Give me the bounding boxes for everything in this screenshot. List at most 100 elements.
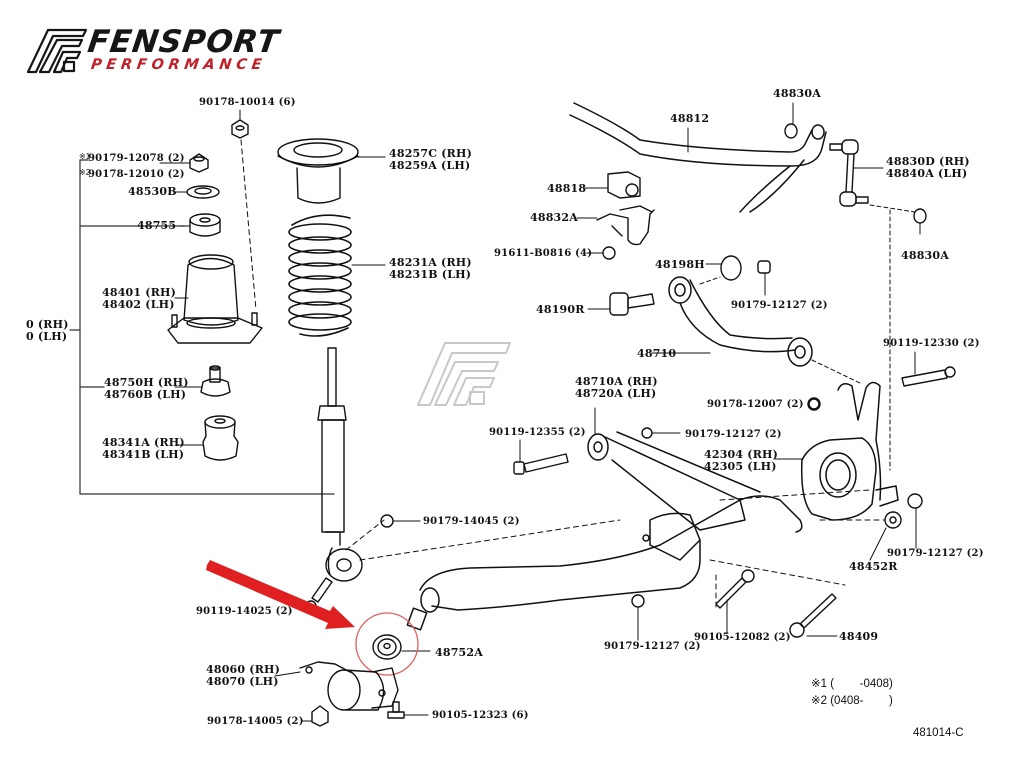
label-90178-14005: 90178-14005 (2)	[207, 716, 304, 727]
nut-90178-12007	[807, 397, 821, 411]
footnote-mark-2: ※2	[79, 168, 91, 177]
note-1: ※1 ( -0408)	[811, 678, 893, 690]
label-48710a-rh: 48710A (RH)	[575, 375, 658, 388]
diagram-code: 481014-C	[913, 727, 964, 739]
bushing-48818	[584, 171, 641, 199]
bolt-marker-b	[586, 246, 616, 260]
washer-48530b	[174, 185, 220, 199]
label-assembly-lh: 0 (LH)	[26, 330, 68, 343]
nut-90179-14045	[380, 514, 421, 528]
nut-90178-14005	[301, 705, 329, 727]
label-48720a-lh: 48720A (LH)	[575, 387, 657, 400]
label-90179-12127-b: 90179-12127 (2)	[685, 429, 782, 440]
footnote-mark-1: ※1	[79, 152, 91, 161]
nut-48830a-right	[913, 208, 927, 235]
label-90179-14045: 90179-14045 (2)	[423, 516, 520, 527]
nut-48830a-top	[784, 102, 798, 139]
upper-arm-48710	[651, 276, 863, 385]
label-42304: 42304 (RH) 42305 (LH)	[704, 449, 778, 473]
label-90178-12007: 90178-12007 (2)	[707, 399, 804, 410]
label-48257c-rh: 48257C (RH)	[389, 147, 472, 160]
spring-seat-48257c	[277, 138, 386, 204]
label-48409: 48409	[839, 630, 879, 643]
label-48402-lh: 48402 (LH)	[102, 298, 175, 311]
label-48818: 48818	[547, 182, 587, 195]
cushion-48755	[179, 213, 221, 237]
label-48231a: 48231A (RH) 48231B (LH)	[389, 257, 472, 281]
label-48750h-rh: 48750H (RH)	[104, 376, 189, 389]
stabilizer-link-48830d	[829, 139, 916, 471]
label-48257c: 48257C (RH) 48259A (LH)	[389, 148, 472, 172]
brand-tagline: PERFORMANCE	[89, 57, 268, 73]
red-arrow-icon	[206, 560, 355, 629]
label-90179-12078: 90179-12078 (2)	[88, 153, 185, 164]
label-48231a-rh: 48231A (RH)	[389, 256, 472, 269]
label-48830d-rh: 48830D (RH)	[886, 155, 970, 168]
reference-lines	[345, 489, 886, 611]
label-48760b-lh: 48760B (LH)	[104, 388, 187, 401]
label-48752a: 48752A	[435, 646, 484, 659]
bolt-90105-12082	[715, 569, 755, 633]
bump-stopper-48750h	[174, 365, 231, 397]
label-90105-12082: 90105-12082 (2)	[694, 632, 791, 643]
label-48830a-top: 48830A	[773, 87, 822, 100]
label-48259a-lh: 48259A (LH)	[389, 159, 471, 172]
label-48750h: 48750H (RH) 48760B (LH)	[104, 377, 189, 401]
assembly-bracket	[69, 159, 335, 495]
cam-bolt-48190r	[587, 292, 655, 316]
label-90178-10014: 90178-10014 (6)	[199, 97, 296, 108]
bracket-48832a	[576, 205, 655, 246]
knuckle-42304	[774, 381, 899, 521]
label-assembly-left: 0 (RH) 0 (LH)	[26, 319, 69, 343]
label-48341b-lh: 48341B (LH)	[102, 448, 185, 461]
label-48060-rh: 48060 (RH)	[206, 663, 281, 676]
brand-name: FENSPORT	[85, 24, 282, 60]
label-assembly-rh: 0 (RH)	[26, 318, 69, 331]
lower-arm-48710a	[587, 407, 761, 531]
note-2: ※2 (0408- )	[811, 695, 893, 707]
label-48070-lh: 48070 (LH)	[206, 675, 279, 688]
label-48812: 48812	[670, 112, 710, 125]
label-90119-12330: 90119-12330 (2)	[883, 338, 980, 349]
label-48452r: 48452R	[849, 560, 898, 573]
label-90179-12127-a: 90179-12127 (2)	[731, 300, 828, 311]
upper-support-48401	[167, 254, 263, 344]
label-42305-lh: 42305 (LH)	[704, 460, 777, 473]
label-48060: 48060 (RH) 48070 (LH)	[206, 664, 280, 688]
label-90105-12323: 90105-12323 (6)	[432, 710, 529, 721]
label-48198h: 48198H	[655, 258, 705, 271]
label-48830d: 48830D (RH) 48840A (LH)	[886, 156, 970, 180]
bolt-90119-12355	[513, 439, 569, 475]
label-48830a-right: 48830A	[901, 249, 950, 262]
label-42304-rh: 42304 (RH)	[704, 448, 779, 461]
cam-bolt-48409	[789, 593, 838, 638]
label-48755: 48755	[137, 219, 177, 232]
watermark-logo-icon	[417, 342, 511, 406]
stabilizer-bar-48812	[569, 102, 827, 213]
bound-stopper-48341a	[177, 415, 239, 461]
nut-90179-12127-d	[631, 594, 645, 641]
cam-48452r	[869, 493, 923, 561]
cam-plate-48198h	[699, 255, 771, 296]
nut-90179-12127-b	[641, 427, 681, 439]
shock-absorber	[317, 347, 363, 582]
fensport-logo-icon	[26, 28, 88, 74]
label-48530b: 48530B	[128, 185, 177, 198]
bushing-48752a	[372, 634, 431, 660]
label-91611-b0816: 91611-B0816 (4)	[494, 248, 593, 259]
label-90179-12127-c: 90179-12127 (2)	[887, 548, 984, 559]
label-48401-rh: 48401 (RH)	[102, 286, 177, 299]
coil-spring-48231a	[288, 214, 386, 337]
label-90179-12127-d: 90179-12127 (2)	[604, 641, 701, 652]
label-48231b-lh: 48231B (LH)	[389, 268, 472, 281]
label-48341a-rh: 48341A (RH)	[102, 436, 185, 449]
bolt-90105-12323	[387, 701, 429, 719]
bolt-90119-12330	[901, 351, 956, 387]
label-48190r: 48190R	[536, 303, 585, 316]
bracket-48060	[274, 661, 399, 711]
highlight-circle	[355, 612, 419, 676]
label-90119-12355: 90119-12355 (2)	[489, 427, 586, 438]
label-48341a: 48341A (RH) 48341B (LH)	[102, 437, 185, 461]
label-90119-14025: 90119-14025 (2)	[196, 606, 293, 617]
